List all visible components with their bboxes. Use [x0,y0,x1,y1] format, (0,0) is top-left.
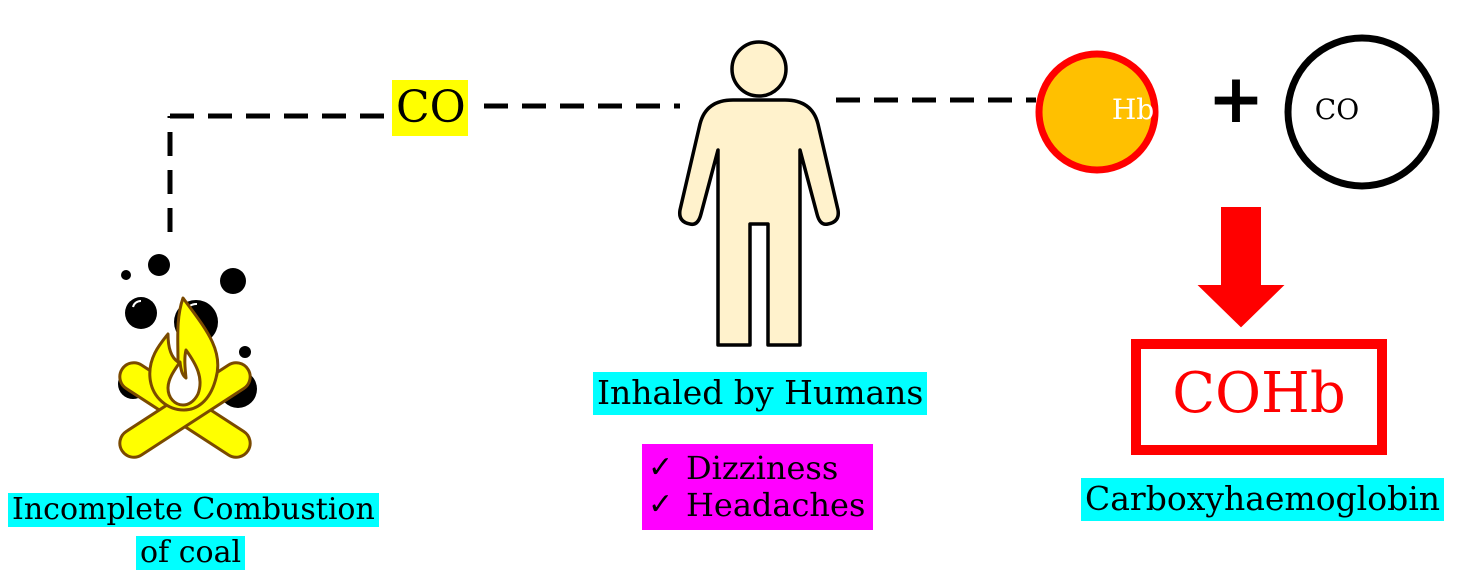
combustion-label-line2: of coal [136,536,245,570]
carboxyhaemoglobin-label: Carboxyhaemoglobin [1081,478,1444,521]
symptom-item: ✓ Dizziness [648,450,865,487]
hb-label: Hb [1088,96,1178,124]
plus-sign: + [1203,66,1269,134]
symptom-label: Dizziness [686,450,838,487]
symptoms-list: ✓ Dizziness ✓ Headaches [642,444,873,530]
inhaled-label: Inhaled by Humans [593,372,927,415]
co-label: CO [392,80,468,136]
combustion-label-line1: Incomplete Combustion [8,493,379,527]
symptom-label: Headaches [686,487,865,524]
symptom-item: ✓ Headaches [648,487,865,524]
person-icon [680,42,839,345]
checkmark-icon: ✓ [648,451,686,486]
connector-fire-to-co [170,116,385,232]
down-arrow-icon [1200,208,1282,326]
checkmark-icon: ✓ [648,488,686,523]
co-circle-label: CO [1292,96,1382,124]
cohb-label: COHb [1132,366,1386,422]
